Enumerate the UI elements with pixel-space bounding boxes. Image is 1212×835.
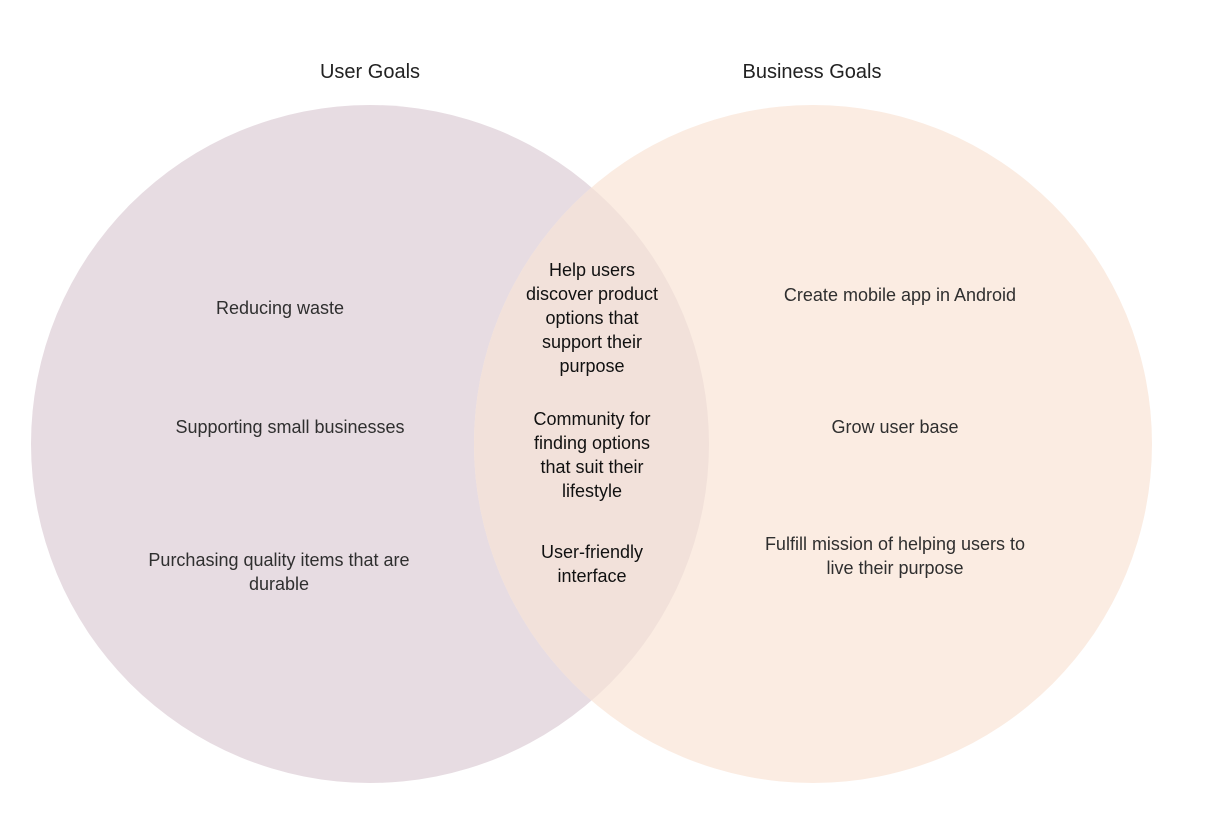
user-goal-item: Purchasing quality items that are durabl… (148, 550, 410, 594)
business-goals-title: Business Goals (742, 61, 882, 83)
overlap-region (474, 105, 709, 783)
shared-goal-item: Help users discover product options that… (525, 260, 659, 376)
shared-goal-item: Community for finding options that suit … (533, 409, 651, 501)
business-goal-item: Create mobile app in Android (783, 285, 1017, 305)
user-goal-item: Supporting small businesses (175, 417, 405, 437)
business-goal-item: Fulfill mission of helping users to live… (764, 534, 1026, 578)
user-goal-item: Reducing waste (215, 298, 345, 318)
shared-goal-item: User-friendly interface (540, 542, 644, 586)
user-goals-title: User Goals (319, 61, 421, 83)
business-goal-item: Grow user base (831, 417, 959, 437)
